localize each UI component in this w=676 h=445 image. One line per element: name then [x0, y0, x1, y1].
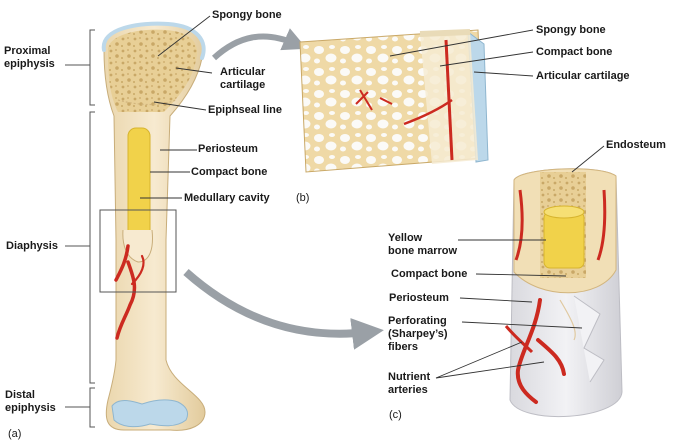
- periosteum-label-c: Periosteum: [389, 292, 449, 304]
- nutrient-arteries-label: Nutrient arteries: [388, 371, 431, 396]
- distal-epiphysis-label: Distal epiphysis: [5, 389, 56, 414]
- epiphyseal-line-label: Epiphseal line: [208, 104, 282, 116]
- proximal-epiphysis-label: Proximal epiphysis: [4, 45, 55, 70]
- bone-section: [504, 168, 623, 418]
- arrow-to-c: [183, 269, 384, 350]
- diaphysis-label: Diaphysis: [6, 240, 58, 252]
- region-brackets: [65, 29, 95, 428]
- compact-bone-label-b: Compact bone: [536, 46, 613, 58]
- leader-lines: [140, 15, 605, 379]
- arrow-to-b: [211, 28, 307, 61]
- spongy-bone-label-b: Spongy bone: [536, 24, 606, 36]
- perforating-fibers-label: Perforating (Sharpey’s) fibers: [388, 315, 448, 353]
- medullary-cavity-label: Medullary cavity: [184, 192, 270, 204]
- long-bone: [99, 21, 206, 431]
- periosteum-label-a: Periosteum: [198, 143, 258, 155]
- panel-b-label: (b): [296, 192, 310, 204]
- endosteum-label: Endosteum: [606, 139, 666, 151]
- compact-bone-label-a: Compact bone: [191, 166, 268, 178]
- spongy-block: [299, 29, 489, 173]
- articular-cartilage-label-a: Articular cartilage: [220, 66, 266, 91]
- yellow-bone-marrow-label: Yellow bone marrow: [388, 232, 458, 257]
- articular-cartilage-label-b: Articular cartilage: [536, 70, 630, 82]
- spongy-bone-label-a: Spongy bone: [212, 9, 282, 21]
- panel-c-label: (c): [389, 409, 402, 421]
- panel-a-label: (a): [8, 428, 22, 440]
- compact-bone-label-c: Compact bone: [391, 268, 468, 280]
